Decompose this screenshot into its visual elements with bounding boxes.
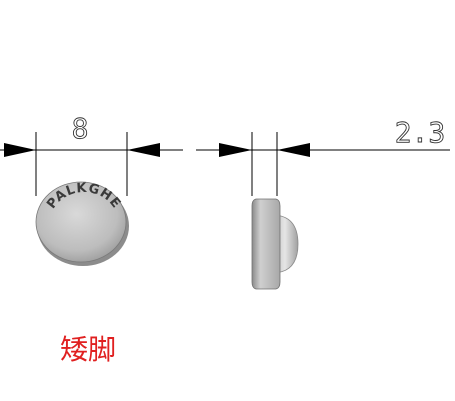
cap-face — [35, 181, 127, 263]
side-view: 2.3 — [196, 116, 450, 290]
arrow-left-icon — [4, 143, 36, 157]
arrow-side-left-icon — [219, 143, 252, 157]
side-dimension-label: 2.3 — [395, 116, 446, 149]
foot-flange — [251, 198, 281, 290]
arrow-side-right-icon — [277, 143, 310, 157]
front-dimension-label: 8 — [72, 112, 89, 145]
front-view: 8 PALKGHE — [0, 112, 183, 266]
arrow-right-icon — [127, 143, 160, 157]
caption-label: 矮脚 — [60, 333, 117, 366]
